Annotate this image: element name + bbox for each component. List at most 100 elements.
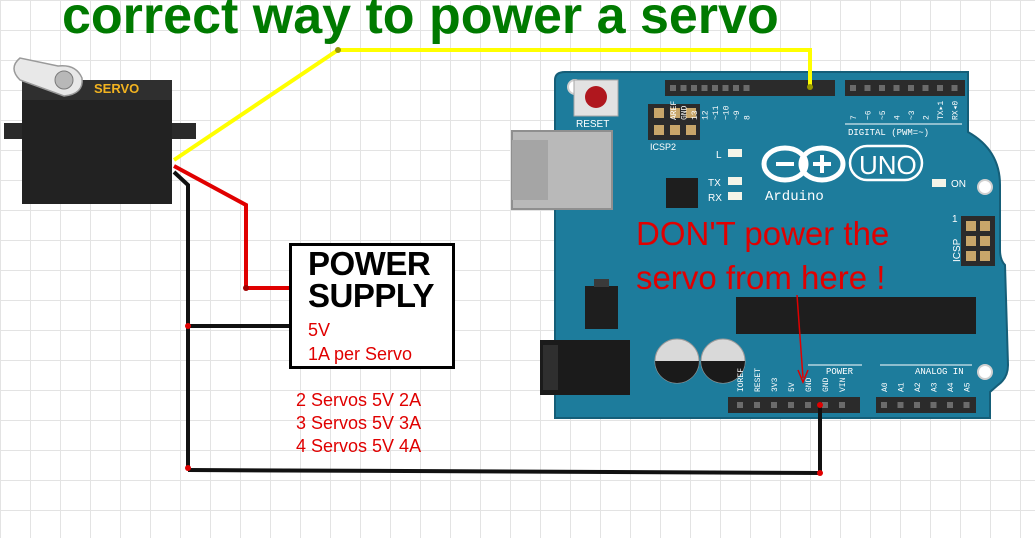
- mount-hole: [977, 179, 993, 195]
- mount-hole: [977, 364, 993, 380]
- servo-motor: SERVO: [4, 57, 196, 204]
- usb-chip: [666, 178, 698, 208]
- brand-label: Arduino: [765, 189, 824, 205]
- header-pin: [850, 85, 856, 91]
- ground-wire: [172, 170, 190, 470]
- header-pin: [754, 402, 760, 408]
- header-pin: [963, 402, 970, 408]
- model-label: UNO: [859, 150, 917, 180]
- pin-label: A4: [947, 382, 956, 392]
- analog-label: ANALOG IN: [915, 367, 964, 377]
- servo-label: SERVO: [94, 81, 139, 96]
- usb-connector-face: [512, 140, 548, 200]
- header-pin: [922, 85, 929, 91]
- header-pin: [822, 402, 828, 408]
- power-wire: [173, 164, 300, 290]
- wire-junction: [817, 470, 823, 476]
- logo-plus-v: [820, 155, 824, 173]
- rating-line: 3 Servos 5V 3A: [296, 413, 422, 433]
- regulator-tab: [594, 279, 609, 287]
- led-tx: [728, 177, 742, 185]
- header-pin: [670, 85, 676, 91]
- rating-line: 4 Servos 5V 4A: [296, 436, 422, 456]
- pin-label: TX▸1: [937, 101, 946, 120]
- warning-line1: DON'T power the: [636, 215, 890, 252]
- digital-label: DIGITAL (PWM=~): [848, 128, 929, 138]
- pin-label: AREF: [670, 101, 679, 120]
- header-pin: [701, 85, 708, 91]
- header-pin: [930, 402, 937, 408]
- pin-label: GND: [805, 377, 814, 392]
- logo-minus: [776, 162, 794, 166]
- icsp-pin1-label: 1: [952, 214, 958, 225]
- wiring: [172, 47, 823, 476]
- warning-text: DON'T power the servo from here !: [636, 212, 889, 300]
- power-header: [728, 397, 860, 413]
- warning-line2: servo from here !: [636, 259, 886, 296]
- header-pin: [680, 85, 687, 91]
- pin-label: A0: [881, 382, 890, 392]
- logo-left-loop: [761, 145, 809, 183]
- pin-label: 7: [850, 115, 859, 120]
- rating-line: 2 Servos 5V 2A: [296, 390, 422, 410]
- led-rx: [728, 192, 742, 200]
- reset-label: RESET: [576, 119, 609, 130]
- pin-label: 12: [702, 110, 711, 120]
- power-supply-box: POWER SUPPLY 5V 1A per Servo: [289, 243, 455, 369]
- warning-arrow: [796, 294, 809, 384]
- header-pin: [879, 85, 885, 91]
- icsp-header: [961, 216, 995, 266]
- pin-label: RESET: [754, 368, 763, 392]
- pin-label: GND: [822, 377, 831, 392]
- header-pin: [722, 85, 729, 91]
- header-pin: [743, 85, 750, 91]
- pin-label: A1: [898, 382, 907, 392]
- pin-label: 2: [923, 115, 932, 120]
- capacitor: [700, 338, 746, 384]
- atmega-chip: [736, 297, 976, 334]
- header-pin: [712, 85, 718, 91]
- servo-body: [22, 97, 172, 204]
- pin-label: ~9: [733, 110, 742, 120]
- header-pin: [805, 402, 811, 408]
- header-pin: [908, 85, 914, 91]
- uno-badge: [848, 144, 924, 182]
- header-pin: [788, 402, 794, 408]
- power-supply-voltage: 5V: [308, 320, 331, 340]
- analog-pin-labels: A0 A1 A2 A3 A4 A5: [881, 382, 973, 392]
- wire-junction: [185, 465, 191, 471]
- led-tx-label: TX: [708, 178, 721, 189]
- pin-label: IOREF: [737, 368, 746, 392]
- header-pin: [733, 85, 739, 91]
- pin-label: 5V: [788, 382, 797, 392]
- power-supply-title-line2: SUPPLY: [308, 277, 435, 314]
- header-pin: [881, 402, 887, 408]
- header-pin: [951, 85, 958, 91]
- header-pin: [897, 402, 904, 408]
- pin-label: 3V3: [771, 377, 780, 392]
- led-on: [932, 179, 946, 187]
- icsp-label: ICSP: [952, 238, 963, 262]
- pin-label: 8: [744, 115, 753, 120]
- pin-label: 4: [894, 115, 903, 120]
- header-pin: [839, 402, 845, 408]
- led-l-label: L: [716, 150, 722, 161]
- pin-label: A2: [914, 382, 923, 392]
- pin-label: A3: [931, 382, 940, 392]
- servo-horn-hub: [54, 70, 74, 90]
- led-rx-label: RX: [708, 193, 722, 204]
- header-pin: [937, 85, 943, 91]
- page-title: correct way to power a servo: [62, 0, 779, 45]
- pin-label: ~5: [879, 110, 888, 120]
- power-supply-current: 1A per Servo: [308, 344, 413, 364]
- wire-junction: [807, 84, 813, 90]
- dc-jack-front: [543, 345, 558, 390]
- pin-label: ~11: [712, 105, 721, 120]
- header-pin: [893, 85, 900, 91]
- pin-label: A5: [964, 382, 973, 392]
- power-supply-title: POWER SUPPLY: [308, 247, 435, 314]
